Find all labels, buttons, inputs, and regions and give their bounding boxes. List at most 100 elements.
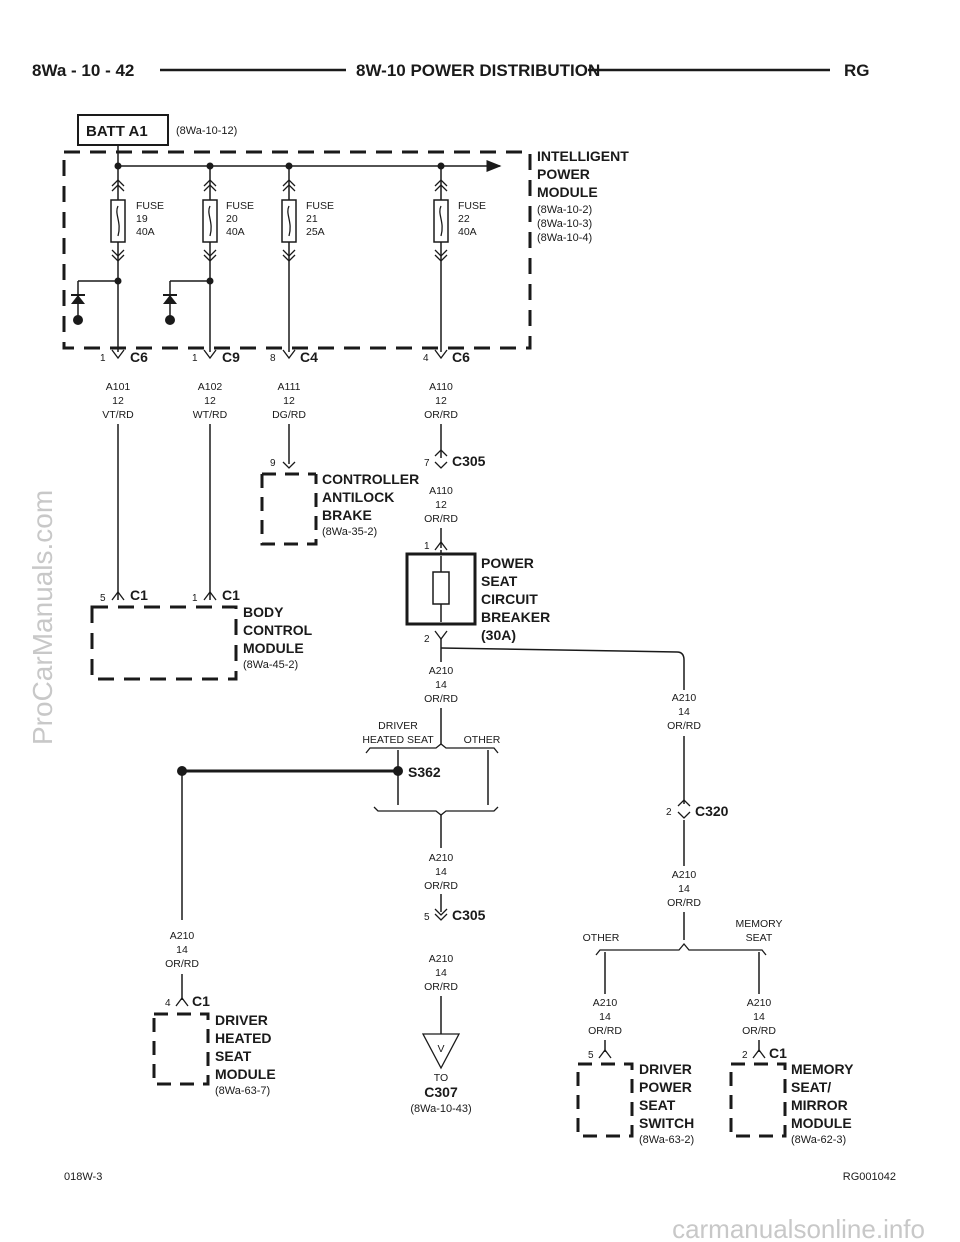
fuse-19: FUSE 19 40A <box>110 166 164 352</box>
connector-c4: 8 C4 <box>270 349 318 365</box>
bcm-connector-2-symbol <box>203 590 217 601</box>
connector-c9: 1 C9 <box>192 349 240 365</box>
memory-name-1: MEMORY <box>791 1061 854 1077</box>
svg-text:A110: A110 <box>429 381 453 393</box>
abs-name-1: CONTROLLER <box>322 471 419 487</box>
diode-ground-1 <box>71 277 122 325</box>
abs-name-3: BRAKE <box>322 507 372 523</box>
wire-a210-label-c-2: 14 <box>435 967 447 979</box>
fuse-20-line-3: 40A <box>226 226 245 238</box>
fuse-22-line-2: 22 <box>458 213 470 225</box>
seat-branch-left: OTHER <box>583 932 620 944</box>
svg-text:12: 12 <box>283 395 295 407</box>
splice-name: S362 <box>408 764 441 780</box>
wire-a210-label-b-1: A210 <box>429 852 454 864</box>
splice-top-bracket <box>365 743 499 754</box>
wire-a210-label-c-3: OR/RD <box>424 981 458 993</box>
ipm-name-2: POWER <box>537 166 590 182</box>
svg-text:12: 12 <box>112 395 124 407</box>
breaker-out-symbol <box>434 630 448 641</box>
bcm-connector-2-name: C1 <box>222 587 240 603</box>
breaker-name-4: BREAKER <box>481 609 550 625</box>
fuse-22: FUSE 22 40A <box>433 166 486 352</box>
fuse-22-line-1: FUSE <box>458 200 486 212</box>
heated-seat-name-2: HEATED <box>215 1030 272 1046</box>
switch-name-4: SWITCH <box>639 1115 694 1131</box>
ipm-ref-1: (8Wa-10-2) <box>537 204 592 216</box>
fuse-19-line-2: 19 <box>136 213 148 225</box>
splice-s362-node <box>393 766 403 776</box>
connector-c9-name: C9 <box>222 349 240 365</box>
memory-name-2: SEAT/ <box>791 1079 831 1095</box>
c320-symbol <box>677 799 691 819</box>
connector-c6-a: 1 C6 <box>100 349 148 365</box>
connector-c6-b: 4 C6 <box>423 349 470 365</box>
memory-connector-name: C1 <box>769 1045 787 1061</box>
svg-text:WT/RD: WT/RD <box>193 409 228 421</box>
breaker-pin-in: 1 <box>424 541 430 552</box>
ipm-box <box>62 150 532 350</box>
wire-a210-label-d-3: OR/RD <box>165 958 199 970</box>
batt-label: BATT A1 <box>86 123 148 140</box>
switch-ref: (8Wa-63-2) <box>639 1134 694 1146</box>
fuse-21-line-1: FUSE <box>306 200 334 212</box>
wire-a110-lower-3: OR/RD <box>424 513 458 525</box>
abs-name-2: ANTILOCK <box>322 489 394 505</box>
svg-text:12: 12 <box>435 395 447 407</box>
switch-name-1: DRIVER <box>639 1061 692 1077</box>
abs-connector-symbol <box>282 461 296 469</box>
wire-a210-label-h-1: A210 <box>747 997 772 1009</box>
bcm-connector-1-pin: 5 <box>100 593 106 604</box>
splice-bottom-bracket <box>373 806 499 816</box>
fuse-21: FUSE 21 25A <box>281 166 334 352</box>
breaker-in-symbol <box>434 540 448 551</box>
to-c307-ref: (8Wa-10-43) <box>410 1103 471 1115</box>
to-c307-name: C307 <box>424 1084 458 1100</box>
bcm-name-1: BODY <box>243 604 284 620</box>
c305-top-pin: 7 <box>424 458 430 469</box>
header-page-number: 8Wa - 10 - 42 <box>32 61 134 80</box>
breaker-name-1: POWER <box>481 555 534 571</box>
wire-a210-label-g-1: A210 <box>593 997 618 1009</box>
heated-seat-connector-name: C1 <box>192 993 210 1009</box>
heated-seat-pin: 4 <box>165 998 171 1009</box>
wire-a102-label: A102 12 WT/RD <box>193 381 228 421</box>
bcm-name-3: MODULE <box>243 640 304 656</box>
bcm-connector-1-name: C1 <box>130 587 148 603</box>
memory-pin: 2 <box>742 1050 748 1061</box>
connector-c6-a-name: C6 <box>130 349 148 365</box>
connector-c6-a-pin: 1 <box>100 353 106 364</box>
breaker-name-2: SEAT <box>481 573 518 589</box>
connector-c6-b-name: C6 <box>452 349 470 365</box>
connector-c9-pin: 1 <box>192 353 198 364</box>
switch-connector-symbol <box>598 1048 612 1059</box>
batt-box <box>77 114 169 146</box>
breaker-name-3: CIRCUIT <box>481 591 538 607</box>
side-watermark: ProCarManuals.com <box>27 490 58 745</box>
heated-seat-connector-symbol <box>175 996 189 1007</box>
svg-text:A101: A101 <box>106 381 131 393</box>
diode-ground-2 <box>163 277 214 325</box>
fuse-21-line-3: 25A <box>306 226 325 238</box>
fuse-20-line-1: FUSE <box>226 200 254 212</box>
svg-text:DG/RD: DG/RD <box>272 409 306 421</box>
bottom-watermark: carmanualsonline.info <box>672 1214 925 1242</box>
bcm-connector-1-symbol <box>111 590 125 601</box>
memory-module-box <box>729 1062 787 1138</box>
svg-text:A111: A111 <box>278 381 301 393</box>
wire-a210-label-g-3: OR/RD <box>588 1025 622 1037</box>
ipm-name-1: INTELLIGENT <box>537 148 629 164</box>
c305-bottom-pin: 5 <box>424 912 430 923</box>
memory-ref: (8Wa-62-3) <box>791 1134 846 1146</box>
power-seat-switch-box <box>576 1062 634 1138</box>
fuse-21-line-2: 21 <box>306 213 318 225</box>
wire-a210-label-e-3: OR/RD <box>667 720 701 732</box>
splice-branch-right: OTHER <box>464 734 501 746</box>
connector-c4-name: C4 <box>300 349 318 365</box>
bcm-box <box>90 605 238 681</box>
wire-a210-label-e-2: 14 <box>678 706 690 718</box>
ipm-name-3: MODULE <box>537 184 598 200</box>
svg-text:A102: A102 <box>198 381 223 393</box>
off-page-arrow <box>421 1033 461 1070</box>
